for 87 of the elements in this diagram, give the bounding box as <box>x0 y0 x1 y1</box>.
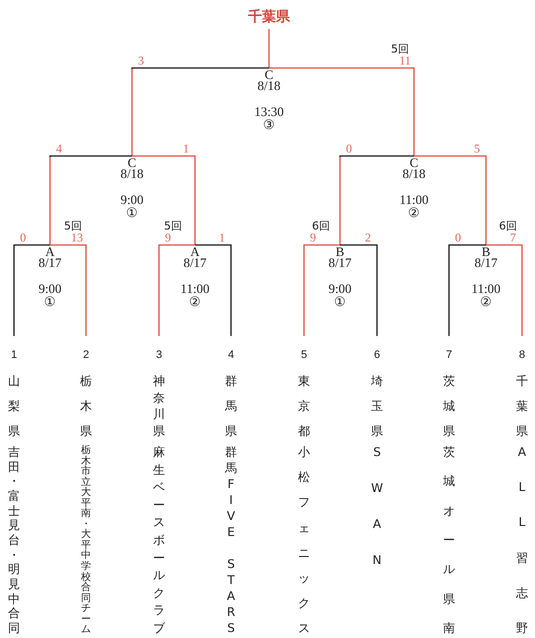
bracket-line <box>414 155 487 245</box>
bracket-line <box>132 155 196 245</box>
bracket-line <box>49 155 132 245</box>
venue-letter: A <box>190 246 200 257</box>
bracket-line <box>339 155 414 245</box>
venue-letter: C <box>410 157 418 168</box>
score-label: 0 <box>20 230 26 246</box>
team-name: 麻生ベースボールクラブ <box>152 446 166 636</box>
team-name: 茨城オール県南 <box>442 446 456 636</box>
team-name: 栃木市立大平南・大平中学校合同チーム <box>80 446 92 636</box>
score-label: 0 <box>455 230 461 246</box>
prefecture-name: 群馬県 <box>224 375 238 439</box>
prefecture-name: 埼玉県 <box>370 375 384 439</box>
score-label: 11 <box>399 54 411 68</box>
score-label: 9 <box>165 230 171 246</box>
prefecture-name: 東京都 <box>297 375 311 439</box>
entry-number: 4 <box>226 348 236 362</box>
bracket-line <box>486 244 523 336</box>
match-date: 8/17 <box>327 257 353 269</box>
field-number: ③ <box>262 118 276 131</box>
entry-number: 2 <box>82 348 90 362</box>
team-name: 小松フェニックス <box>297 446 311 636</box>
prefecture-name: 千葉県 <box>515 375 529 439</box>
team-name: ALL習志野 <box>515 446 529 636</box>
field-number: ① <box>125 206 139 219</box>
team-name: 群馬FIVE STARS <box>224 446 238 636</box>
prefecture-name: 栃木県 <box>79 375 93 439</box>
match-date: 8/17 <box>37 257 63 269</box>
bracket-line <box>448 244 486 336</box>
innings-note: 5回 <box>391 42 409 56</box>
match-time: 9:00 <box>119 194 145 206</box>
match-date: 8/17 <box>473 257 499 269</box>
score-label: 1 <box>219 230 225 246</box>
bracket-line <box>303 244 340 336</box>
entry-number: 1 <box>10 348 18 362</box>
bracket-line <box>195 244 232 336</box>
bracket-line <box>340 244 378 336</box>
bracket-line <box>269 67 415 156</box>
bracket-line <box>158 244 195 336</box>
venue-letter: A <box>45 246 55 257</box>
score-label: 4 <box>56 142 62 156</box>
match-date: 8/17 <box>182 257 208 269</box>
field-number: ① <box>333 295 347 308</box>
match-date: 8/18 <box>119 168 145 180</box>
innings-note: 6回 <box>499 218 517 234</box>
field-number: ② <box>188 295 202 308</box>
entry-number: 8 <box>518 348 526 362</box>
venue-letter: B <box>482 246 490 257</box>
match-time: 11:00 <box>398 194 430 206</box>
field-number: ② <box>407 206 421 219</box>
entry-number: 3 <box>154 348 164 362</box>
score-label: 13 <box>71 230 83 246</box>
match-time: 13:30 <box>253 106 285 118</box>
entry-number: 5 <box>300 348 308 362</box>
bracket-line <box>268 29 270 68</box>
entry-number: 6 <box>372 348 382 362</box>
venue-letter: C <box>264 69 274 80</box>
score-label: 2 <box>365 230 371 246</box>
bracket-line <box>131 67 269 156</box>
score-label: 5 <box>474 142 480 156</box>
team-name: SWAN <box>370 446 384 568</box>
prefecture-name: 山梨県 <box>7 375 21 439</box>
field-number: ① <box>43 295 57 308</box>
score-label: 3 <box>138 54 144 68</box>
match-date: 8/18 <box>256 80 282 92</box>
prefecture-name: 神奈川県 <box>152 375 166 439</box>
field-number: ② <box>479 295 493 308</box>
innings-note: 6回 <box>312 218 330 234</box>
entry-number: 7 <box>444 348 454 362</box>
match-time: 9:00 <box>327 283 353 295</box>
venue-letter: C <box>128 157 136 168</box>
prefecture-name: 茨城県 <box>442 375 456 439</box>
innings-note: 5回 <box>64 218 82 234</box>
match-date: 8/18 <box>401 168 427 180</box>
score-label: 9 <box>310 230 316 246</box>
champion-name: 千葉県 <box>247 8 291 27</box>
bracket-line <box>50 244 87 336</box>
match-time: 11:00 <box>179 283 211 295</box>
match-time: 9:00 <box>37 283 63 295</box>
score-label: 7 <box>510 230 516 246</box>
score-label: 0 <box>346 142 352 156</box>
venue-letter: B <box>336 246 344 257</box>
bracket-line <box>13 244 50 336</box>
score-label: 1 <box>183 142 189 156</box>
team-name: 吉田・富士見台・明見中合同 <box>7 446 21 636</box>
innings-note: 5回 <box>164 218 182 234</box>
match-time: 11:00 <box>470 283 502 295</box>
